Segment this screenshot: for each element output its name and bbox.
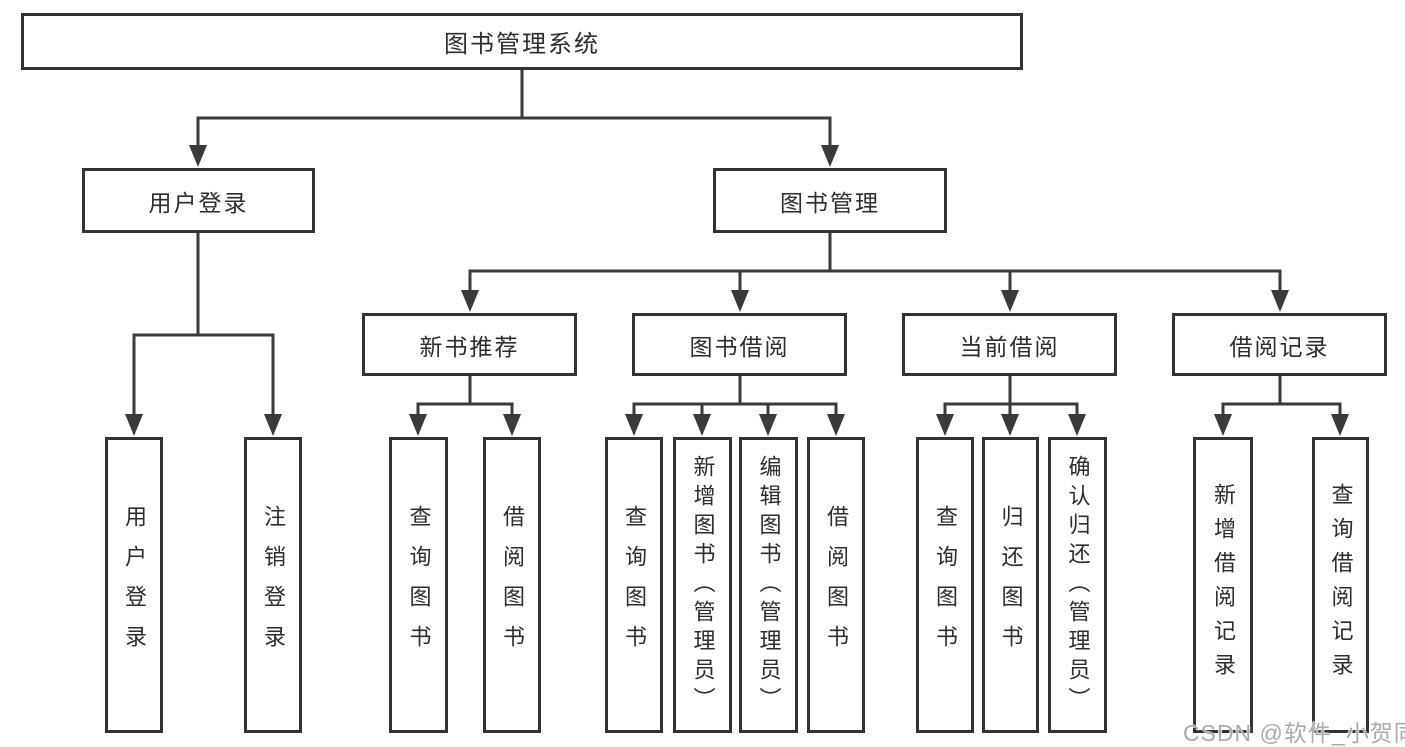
watermark-text: CSDN @软件_小贺同学 [1183,720,1405,746]
leaf-confirm-return-admin-label: 确认归还（管理员） [1065,454,1091,716]
leaf-add-borrow-record-label: 新增借阅记录 [1211,483,1236,687]
leaf-logout-label: 注销登录 [261,505,286,665]
node-current-borrow: 当前借阅 [902,313,1117,376]
connector-borrow-records-branch [1214,374,1349,436]
leaf-query-books-current: 查询图书 [916,437,974,733]
node-book-borrow: 图书借阅 [632,313,847,376]
node-new-book-recommend-label: 新书推荐 [419,333,520,360]
leaf-edit-book-admin: 编辑图书（管理员） [739,437,798,733]
leaf-borrow-books: 借阅图书 [807,437,865,733]
connector-user-login-branch [125,231,282,436]
leaf-confirm-return-admin: 确认归还（管理员） [1048,437,1107,733]
leaf-add-book-admin: 新增图书（管理员） [673,437,732,733]
leaf-edit-book-admin-label: 编辑图书（管理员） [756,454,782,716]
node-borrow-records-label: 借阅记录 [1229,333,1330,360]
node-book-borrow-label: 图书借阅 [689,333,790,360]
connector-new-book-recommend-branch [409,374,521,436]
node-user-login-branch: 用户登录 [82,168,315,233]
connector-root-to-level1 [189,68,839,167]
leaf-user-login: 用户登录 [105,437,163,733]
leaf-borrow-books-label: 借阅图书 [824,505,849,665]
node-book-management-label: 图书管理 [780,189,880,216]
leaf-borrow-books-recommend: 借阅图书 [483,437,541,733]
node-root-label: 图书管理系统 [444,31,600,58]
leaf-query-books-borrow: 查询图书 [605,437,663,733]
connector-book-borrow-branch [625,374,845,436]
node-current-borrow-label: 当前借阅 [959,333,1060,360]
leaf-return-book: 归还图书 [982,437,1039,733]
leaf-add-borrow-record: 新增借阅记录 [1193,437,1253,733]
leaf-logout: 注销登录 [244,437,302,733]
leaf-borrow-books-recommend-label: 借阅图书 [500,505,525,665]
leaf-query-books-recommend-label: 查询图书 [406,505,432,665]
connector-current-borrow-branch [936,374,1086,436]
leaf-return-book-label: 归还图书 [998,505,1024,665]
node-borrow-records: 借阅记录 [1172,313,1387,376]
leaf-query-books-recommend: 查询图书 [389,437,448,733]
leaf-query-books-current-label: 查询图书 [933,505,958,665]
leaf-user-login-label: 用户登录 [122,505,147,665]
node-user-login-branch-label: 用户登录 [148,189,249,216]
node-new-book-recommend: 新书推荐 [362,313,577,376]
leaf-query-borrow-record: 查询借阅记录 [1312,437,1369,733]
node-root-book-management-system: 图书管理系统 [21,13,1023,70]
node-book-management: 图书管理 [713,168,947,233]
connector-book-management-to-sections [461,231,1289,312]
leaf-add-book-admin-label: 新增图书（管理员） [690,454,716,716]
leaf-query-borrow-record-label: 查询借阅记录 [1328,483,1354,687]
leaf-query-books-borrow-label: 查询图书 [622,505,647,665]
